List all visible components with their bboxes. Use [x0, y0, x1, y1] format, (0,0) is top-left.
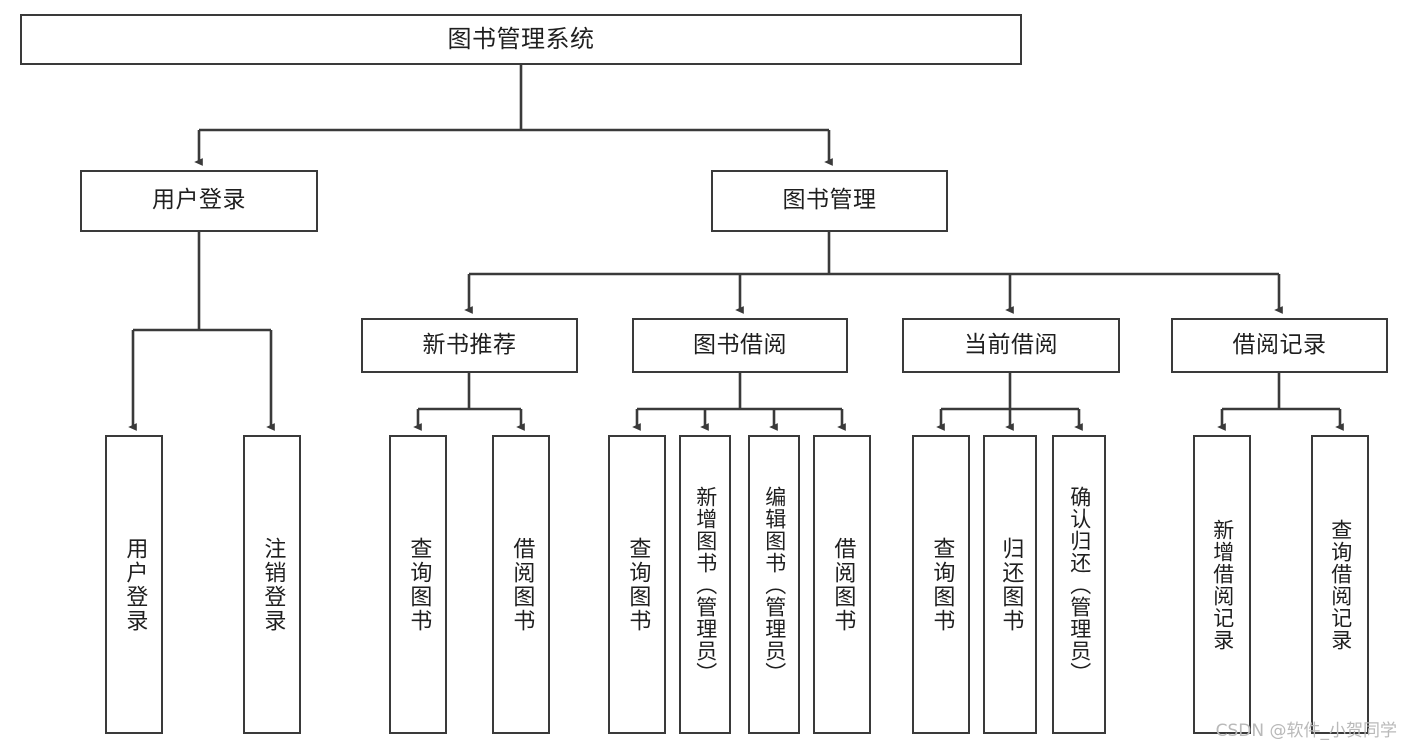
node-borrow-record[interactable]: 借阅记录: [1171, 318, 1388, 373]
node-label: 查询图书: [406, 536, 432, 633]
node-label: 当前借阅: [964, 331, 1058, 358]
node-user-login[interactable]: 用户登录: [80, 170, 318, 232]
node-label: 图书管理: [782, 187, 877, 214]
node-label: 查询借阅记录: [1328, 518, 1353, 651]
leaf-borrow-book-borrow[interactable]: 借阅图书: [813, 435, 871, 734]
node-label: 编辑图书（管理员）: [762, 485, 787, 684]
leaf-query-borrow-record[interactable]: 查询借阅记录: [1311, 435, 1369, 734]
node-label: 新增借阅记录: [1210, 518, 1235, 651]
leaf-add-borrow-record[interactable]: 新增借阅记录: [1193, 435, 1251, 734]
leaf-edit-book[interactable]: 编辑图书（管理员）: [748, 435, 800, 734]
node-label: 用户登录: [122, 536, 148, 633]
leaf-query-book-current[interactable]: 查询图书: [912, 435, 970, 734]
node-label: 归还图书: [998, 536, 1024, 633]
leaf-query-book-recommend[interactable]: 查询图书: [389, 435, 447, 734]
leaf-return-book[interactable]: 归还图书: [983, 435, 1037, 734]
leaf-confirm-return[interactable]: 确认归还（管理员）: [1052, 435, 1106, 734]
node-current-borrow[interactable]: 当前借阅: [902, 318, 1120, 373]
node-label: 新书推荐: [422, 331, 517, 358]
node-book-borrow[interactable]: 图书借阅: [632, 318, 848, 373]
leaf-add-book[interactable]: 新增图书（管理员）: [679, 435, 731, 734]
leaf-user-login[interactable]: 用户登录: [105, 435, 163, 734]
csdn-watermark: CSDN @软件_小贺同学: [1215, 721, 1397, 741]
node-label: 图书借阅: [693, 331, 787, 358]
node-label: 用户登录: [152, 187, 246, 214]
node-label: 借阅图书: [830, 536, 856, 633]
node-label: 确认归还（管理员）: [1067, 485, 1092, 684]
node-label: 查询图书: [625, 536, 651, 633]
node-label: 注销登录: [260, 536, 286, 633]
node-book-management[interactable]: 图书管理: [711, 170, 948, 232]
node-label: 借阅记录: [1232, 331, 1327, 358]
node-label: 图书管理系统: [447, 25, 595, 54]
node-root-system[interactable]: 图书管理系统: [20, 14, 1022, 65]
leaf-borrow-book-recommend[interactable]: 借阅图书: [492, 435, 550, 734]
leaf-query-book-borrow[interactable]: 查询图书: [608, 435, 666, 734]
node-new-book-recommend[interactable]: 新书推荐: [361, 318, 578, 373]
node-label: 新增图书（管理员）: [693, 485, 718, 684]
node-label: 查询图书: [929, 536, 955, 633]
leaf-logout[interactable]: 注销登录: [243, 435, 301, 734]
node-label: 借阅图书: [509, 536, 535, 633]
